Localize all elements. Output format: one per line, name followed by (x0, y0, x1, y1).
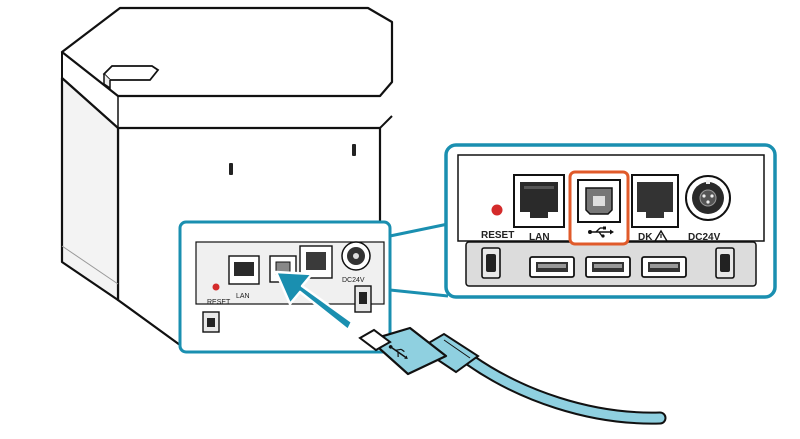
printer-side-face (60, 76, 120, 302)
lan-label-small: LAN (236, 293, 250, 300)
dk-port (631, 174, 679, 228)
usb-b-plug-head (358, 328, 392, 352)
lan-port (513, 174, 565, 228)
usb-icon (588, 226, 614, 238)
reset-label-small: RESET (207, 299, 231, 306)
usb-a-port-3 (641, 256, 687, 278)
usb-a-port-2 (585, 256, 631, 278)
dc-power-label: DC24V (688, 232, 721, 243)
lan-port-small (228, 255, 260, 285)
dk-port-small (299, 245, 333, 279)
dc-power-port (685, 175, 731, 221)
lan-label: LAN (529, 232, 550, 243)
dc-label-small: DC24V (342, 277, 365, 284)
reset-label: RESET (481, 230, 514, 241)
callout-connector (389, 222, 449, 298)
usb-b-port (577, 179, 621, 223)
insert-direction-arrow (274, 270, 354, 332)
usb-a-port-1 (529, 256, 575, 278)
usb-b-connector (368, 326, 448, 376)
reset-led (491, 204, 503, 216)
usb-icon-on-plug (388, 345, 408, 359)
warning-triangle-icon (653, 229, 669, 242)
dk-label: DK (638, 232, 653, 243)
usb-cable (358, 326, 667, 425)
dc-port-small (341, 241, 371, 271)
front-slot-left (229, 163, 233, 175)
zoomed-port-callout: RESET LAN (444, 143, 777, 299)
lid-latch (102, 65, 160, 90)
front-slot-right (352, 144, 356, 156)
printer-top-face (60, 6, 394, 98)
reset-led-small (212, 283, 220, 291)
